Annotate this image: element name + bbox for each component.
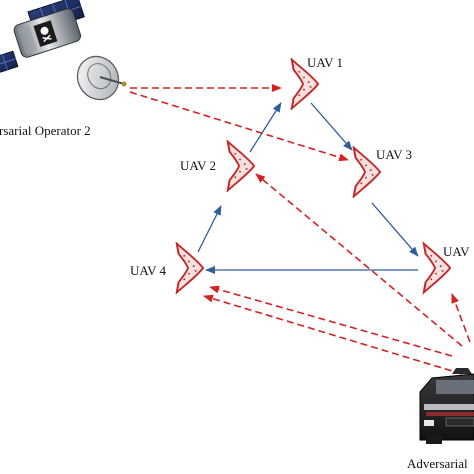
legitimate-links xyxy=(197,102,419,274)
attack-vehicle-to-uav2 xyxy=(255,173,463,347)
uav-4-label: UAV 4 xyxy=(130,263,167,278)
link-uav3-to-uav5 xyxy=(371,202,419,257)
uav-1-label: UAV 1 xyxy=(307,55,343,70)
uav-4: UAV 4 xyxy=(130,242,205,294)
adversarial-links xyxy=(129,84,471,375)
link-uav1-to-uav3 xyxy=(310,102,353,151)
adversarial-operator-2-label: rsarial Operator 2 xyxy=(0,123,91,138)
link-uav2-to-uav1 xyxy=(249,102,282,153)
attack-vehicle-to-uav5 xyxy=(451,293,471,343)
uav-2-label: UAV 2 xyxy=(180,158,216,173)
attack-satellite-to-uav3 xyxy=(129,91,349,162)
satellite-icon: rsarial Operator 2 xyxy=(0,0,127,138)
uav-3: UAV 3 xyxy=(352,146,412,198)
uav-5: UAV xyxy=(422,242,470,294)
link-uav4-to-uav2 xyxy=(197,205,222,253)
uav-2: UAV 2 xyxy=(180,140,256,192)
uav-5-label: UAV xyxy=(443,244,470,259)
attack-vehicle-to-uav4-upper xyxy=(209,285,453,357)
adversarial-vehicle-label: Adversarial xyxy=(407,456,468,471)
uav-3-label: UAV 3 xyxy=(376,147,412,162)
attack-vehicle-to-uav4-lower xyxy=(203,294,463,375)
van-icon: Adversarial xyxy=(407,368,474,471)
uav-1: UAV 1 xyxy=(290,55,343,110)
